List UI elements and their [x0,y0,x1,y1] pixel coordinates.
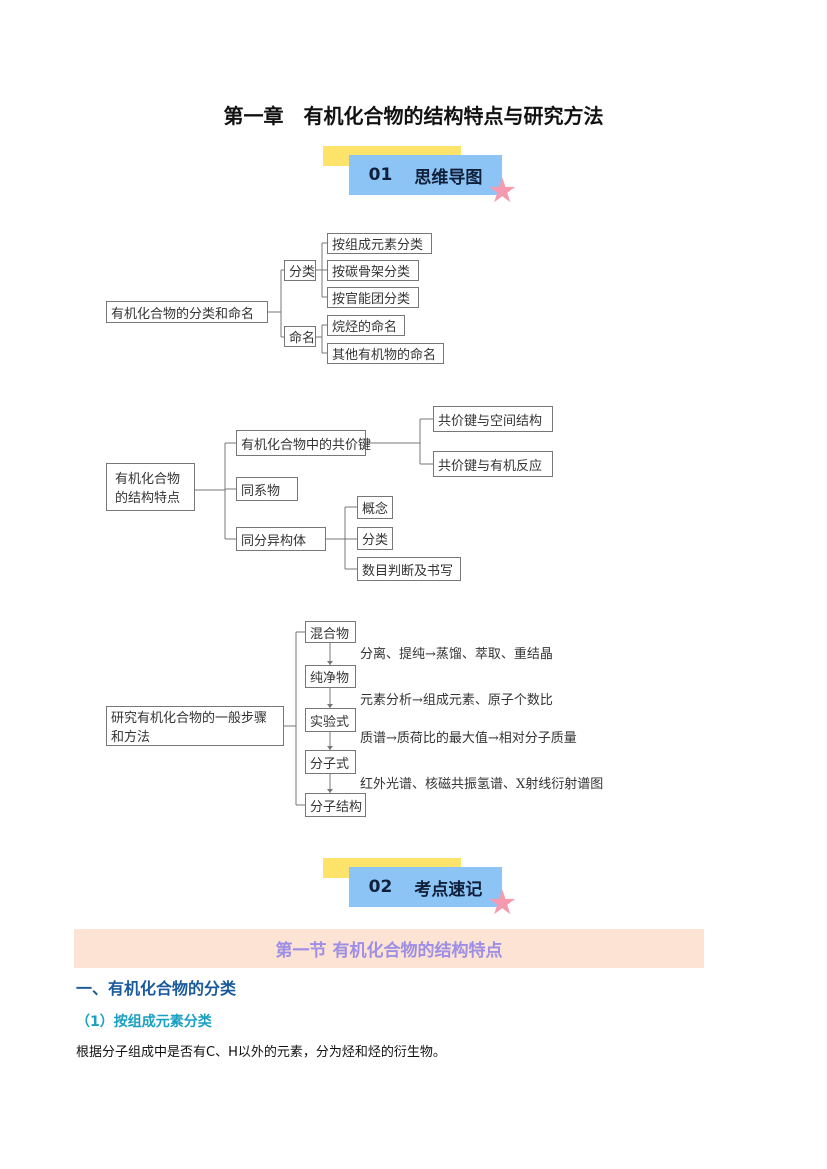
star-icon: ★ [487,171,518,211]
banner-number: 01 [368,165,393,185]
map1-root: 有机化合物的分类和命名 [106,301,268,323]
map3-note: 红外光谱、核磁共振氢谱、X射线衍射谱图 [360,777,604,792]
map2-leaf: 共价键与空间结构 [433,406,553,432]
banner-mind-map: 01 思维导图 [349,155,502,195]
map2-leaf: 分类 [357,527,393,550]
heading-2: （1）按组成元素分类 [76,1014,212,1030]
star-icon: ★ [487,883,518,923]
map2-leaf: 数目判断及书写 [357,557,461,581]
chapter-title: 第一章 有机化合物的结构特点与研究方法 [223,104,604,128]
map1-leaf: 按官能团分类 [327,287,419,308]
root-line: 研究有机化合物的一般步骤 [111,711,268,726]
banner-label: 考点速记 [414,879,483,900]
map3-root: 研究有机化合物的一般步骤和方法 [106,706,284,746]
root-line: 的结构特点 [115,491,181,506]
map2-node-bonds: 有机化合物中的共价键 [236,430,371,456]
map1-leaf: 其他有机物的命名 [327,343,444,364]
map2-root: 有机化合物的结构特点 [106,463,195,511]
heading-1: 一、有机化合物的分类 [76,979,237,998]
map3-step: 分子结构 [305,793,366,817]
root-line: 有机化合物 [115,472,181,487]
paragraph: 根据分子组成中是否有C、H以外的元素，分为烃和烃的衍生物。 [76,1045,446,1060]
map2-node-isomers: 同分异构体 [236,527,326,551]
root-line: 和方法 [111,730,151,745]
section-title: 第一节 有机化合物的结构特点 [74,929,704,968]
map3-step: 混合物 [305,621,356,643]
map3-step: 实验式 [305,708,356,732]
map3-note: 质谱→质荷比的最大值→相对分子质量 [360,731,577,746]
map3-step: 分子式 [305,750,356,774]
map3-note: 分离、提纯→蒸馏、萃取、重结晶 [360,647,553,662]
map2-leaf: 共价键与有机反应 [433,451,553,477]
map2-node-homologs: 同系物 [236,477,298,501]
map1-leaf: 按碳骨架分类 [327,260,419,281]
map1-leaf: 按组成元素分类 [327,233,432,254]
map1-node-naming: 命名 [284,326,316,347]
map1-node-classify: 分类 [284,260,316,281]
banner-key-points: 02 考点速记 [349,867,502,907]
banner-label: 思维导图 [414,167,483,188]
banner-number: 02 [368,877,393,897]
map3-step: 纯净物 [305,665,356,688]
map2-leaf: 概念 [357,496,393,519]
map3-note: 元素分析→组成元素、原子个数比 [360,693,553,708]
map1-leaf: 烷烃的命名 [327,315,405,336]
